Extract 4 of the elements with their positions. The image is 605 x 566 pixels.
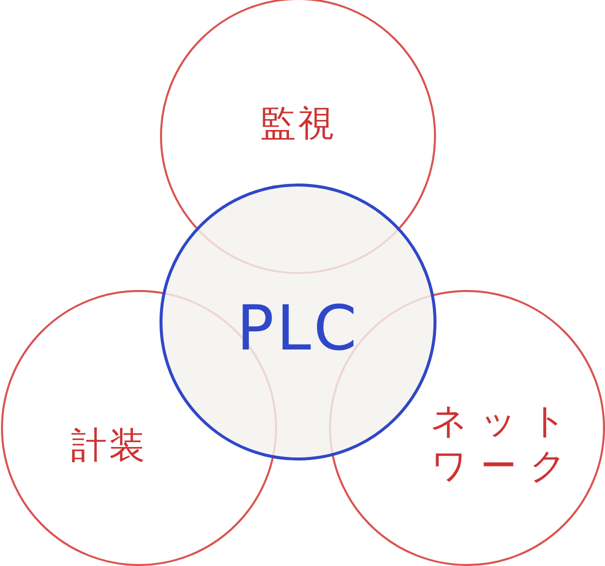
circle-label: PLC (236, 290, 360, 366)
circle-label: 監視 (259, 102, 337, 146)
circle-label: 計装 (70, 424, 148, 468)
circle-label: ネットワーク (430, 400, 580, 489)
